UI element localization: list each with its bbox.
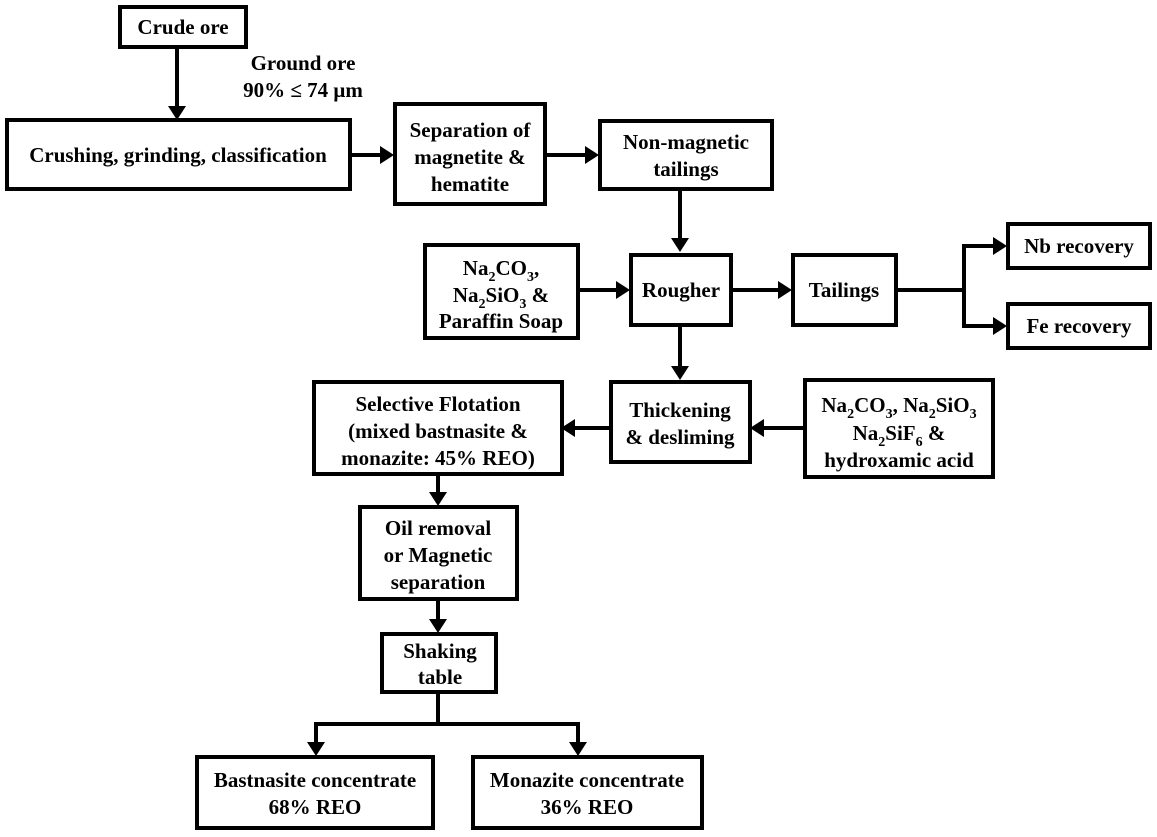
arrowhead-down [168, 106, 186, 120]
reagents2-line1: Na2CO3, Na2SiO3 [821, 393, 976, 422]
separation-line1: Separation of [410, 118, 532, 142]
node-separation: Separation of magnetite & hematite [393, 102, 547, 206]
monazite-line1: Monazite concentrate [490, 768, 684, 792]
ground-ore-line2: 90% ≤ 74 μm [243, 78, 363, 102]
arrowhead-right [993, 237, 1007, 255]
node-monazite-concentrate: Monazite concentrate 36% REO [471, 755, 704, 830]
reagents2-line3: hydroxamic acid [824, 448, 974, 472]
node-thickening: Thickening & desliming [609, 380, 752, 464]
node-crude-ore: Crude ore [118, 5, 248, 49]
arrowhead-left [750, 419, 764, 437]
arrowhead-down [429, 492, 447, 506]
node-nb-recovery: Nb recovery [1006, 222, 1152, 270]
non-magnetic-line1: Non-magnetic [623, 130, 749, 154]
arrowhead-right [380, 146, 394, 164]
flotation-line2: (mixed bastnasite & [348, 419, 528, 443]
shaking-line1: Shaking [403, 639, 477, 663]
oil-removal-line1: Oil removal [385, 516, 492, 540]
bastnasite-line1: Bastnasite concentrate [214, 768, 416, 792]
monazite-line2: 36% REO [541, 795, 634, 819]
bastnasite-line2: 68% REO [269, 795, 362, 819]
thickening-line2: & desliming [625, 425, 735, 449]
reagents2-line2: Na2SiF6 & [853, 421, 946, 450]
node-rougher: Rougher [629, 253, 733, 327]
node-reagents-rougher: Na2CO3, Na2SiO3 & Paraffin Soap [423, 243, 580, 340]
arrowhead-down [671, 366, 689, 380]
separation-line2: magnetite & [414, 145, 525, 169]
arrowhead-down [307, 742, 325, 756]
flotation-line1: Selective Flotation [355, 392, 520, 416]
arrowhead-right [616, 281, 630, 299]
node-fe-recovery: Fe recovery [1006, 302, 1152, 350]
node-oil-removal: Oil removal or Magnetic separation [358, 505, 519, 601]
oil-removal-line3: separation [391, 570, 486, 594]
reagents1-line1: Na2CO3, [463, 256, 539, 285]
arrowhead-right [585, 146, 599, 164]
ground-ore-annotation: Ground ore 90% ≤ 74 μm [243, 51, 363, 102]
fe-recovery-label: Fe recovery [1026, 314, 1132, 338]
connectors [168, 47, 1007, 756]
non-magnetic-line2: tailings [653, 157, 718, 181]
node-selective-flotation: Selective Flotation (mixed bastnasite & … [312, 380, 564, 476]
node-tailings: Tailings [791, 253, 898, 327]
arrowhead-down [569, 742, 587, 756]
node-bastnasite-concentrate: Bastnasite concentrate 68% REO [195, 755, 435, 830]
arrowhead-down [429, 619, 447, 633]
nb-recovery-label: Nb recovery [1024, 234, 1134, 258]
crude-ore-label: Crude ore [137, 15, 228, 39]
node-reagents-thickening: Na2CO3, Na2SiO3 Na2SiF6 & hydroxamic aci… [803, 378, 995, 479]
arrowhead-left [561, 419, 575, 437]
crushing-label: Crushing, grinding, classification [29, 143, 327, 167]
oil-removal-line2: or Magnetic [384, 543, 493, 567]
reagents1-line2: Na2SiO3 & [453, 283, 549, 312]
tailings-label: Tailings [809, 278, 879, 302]
arrowhead-down [671, 238, 689, 252]
thickening-line1: Thickening [629, 398, 731, 422]
node-shaking-table: Shaking table [380, 632, 498, 694]
separation-line3: hematite [431, 172, 509, 196]
node-crushing: Crushing, grinding, classification [5, 118, 352, 191]
node-non-magnetic-tailings: Non-magnetic tailings [598, 119, 774, 191]
ground-ore-line1: Ground ore [251, 51, 356, 75]
shaking-line2: table [418, 665, 462, 689]
rougher-label: Rougher [642, 278, 720, 302]
arrowhead-right [778, 281, 792, 299]
flotation-line3: monazite: 45% REO) [341, 446, 535, 470]
reagents1-line3: Paraffin Soap [439, 309, 563, 333]
arrowhead-right [993, 317, 1007, 335]
